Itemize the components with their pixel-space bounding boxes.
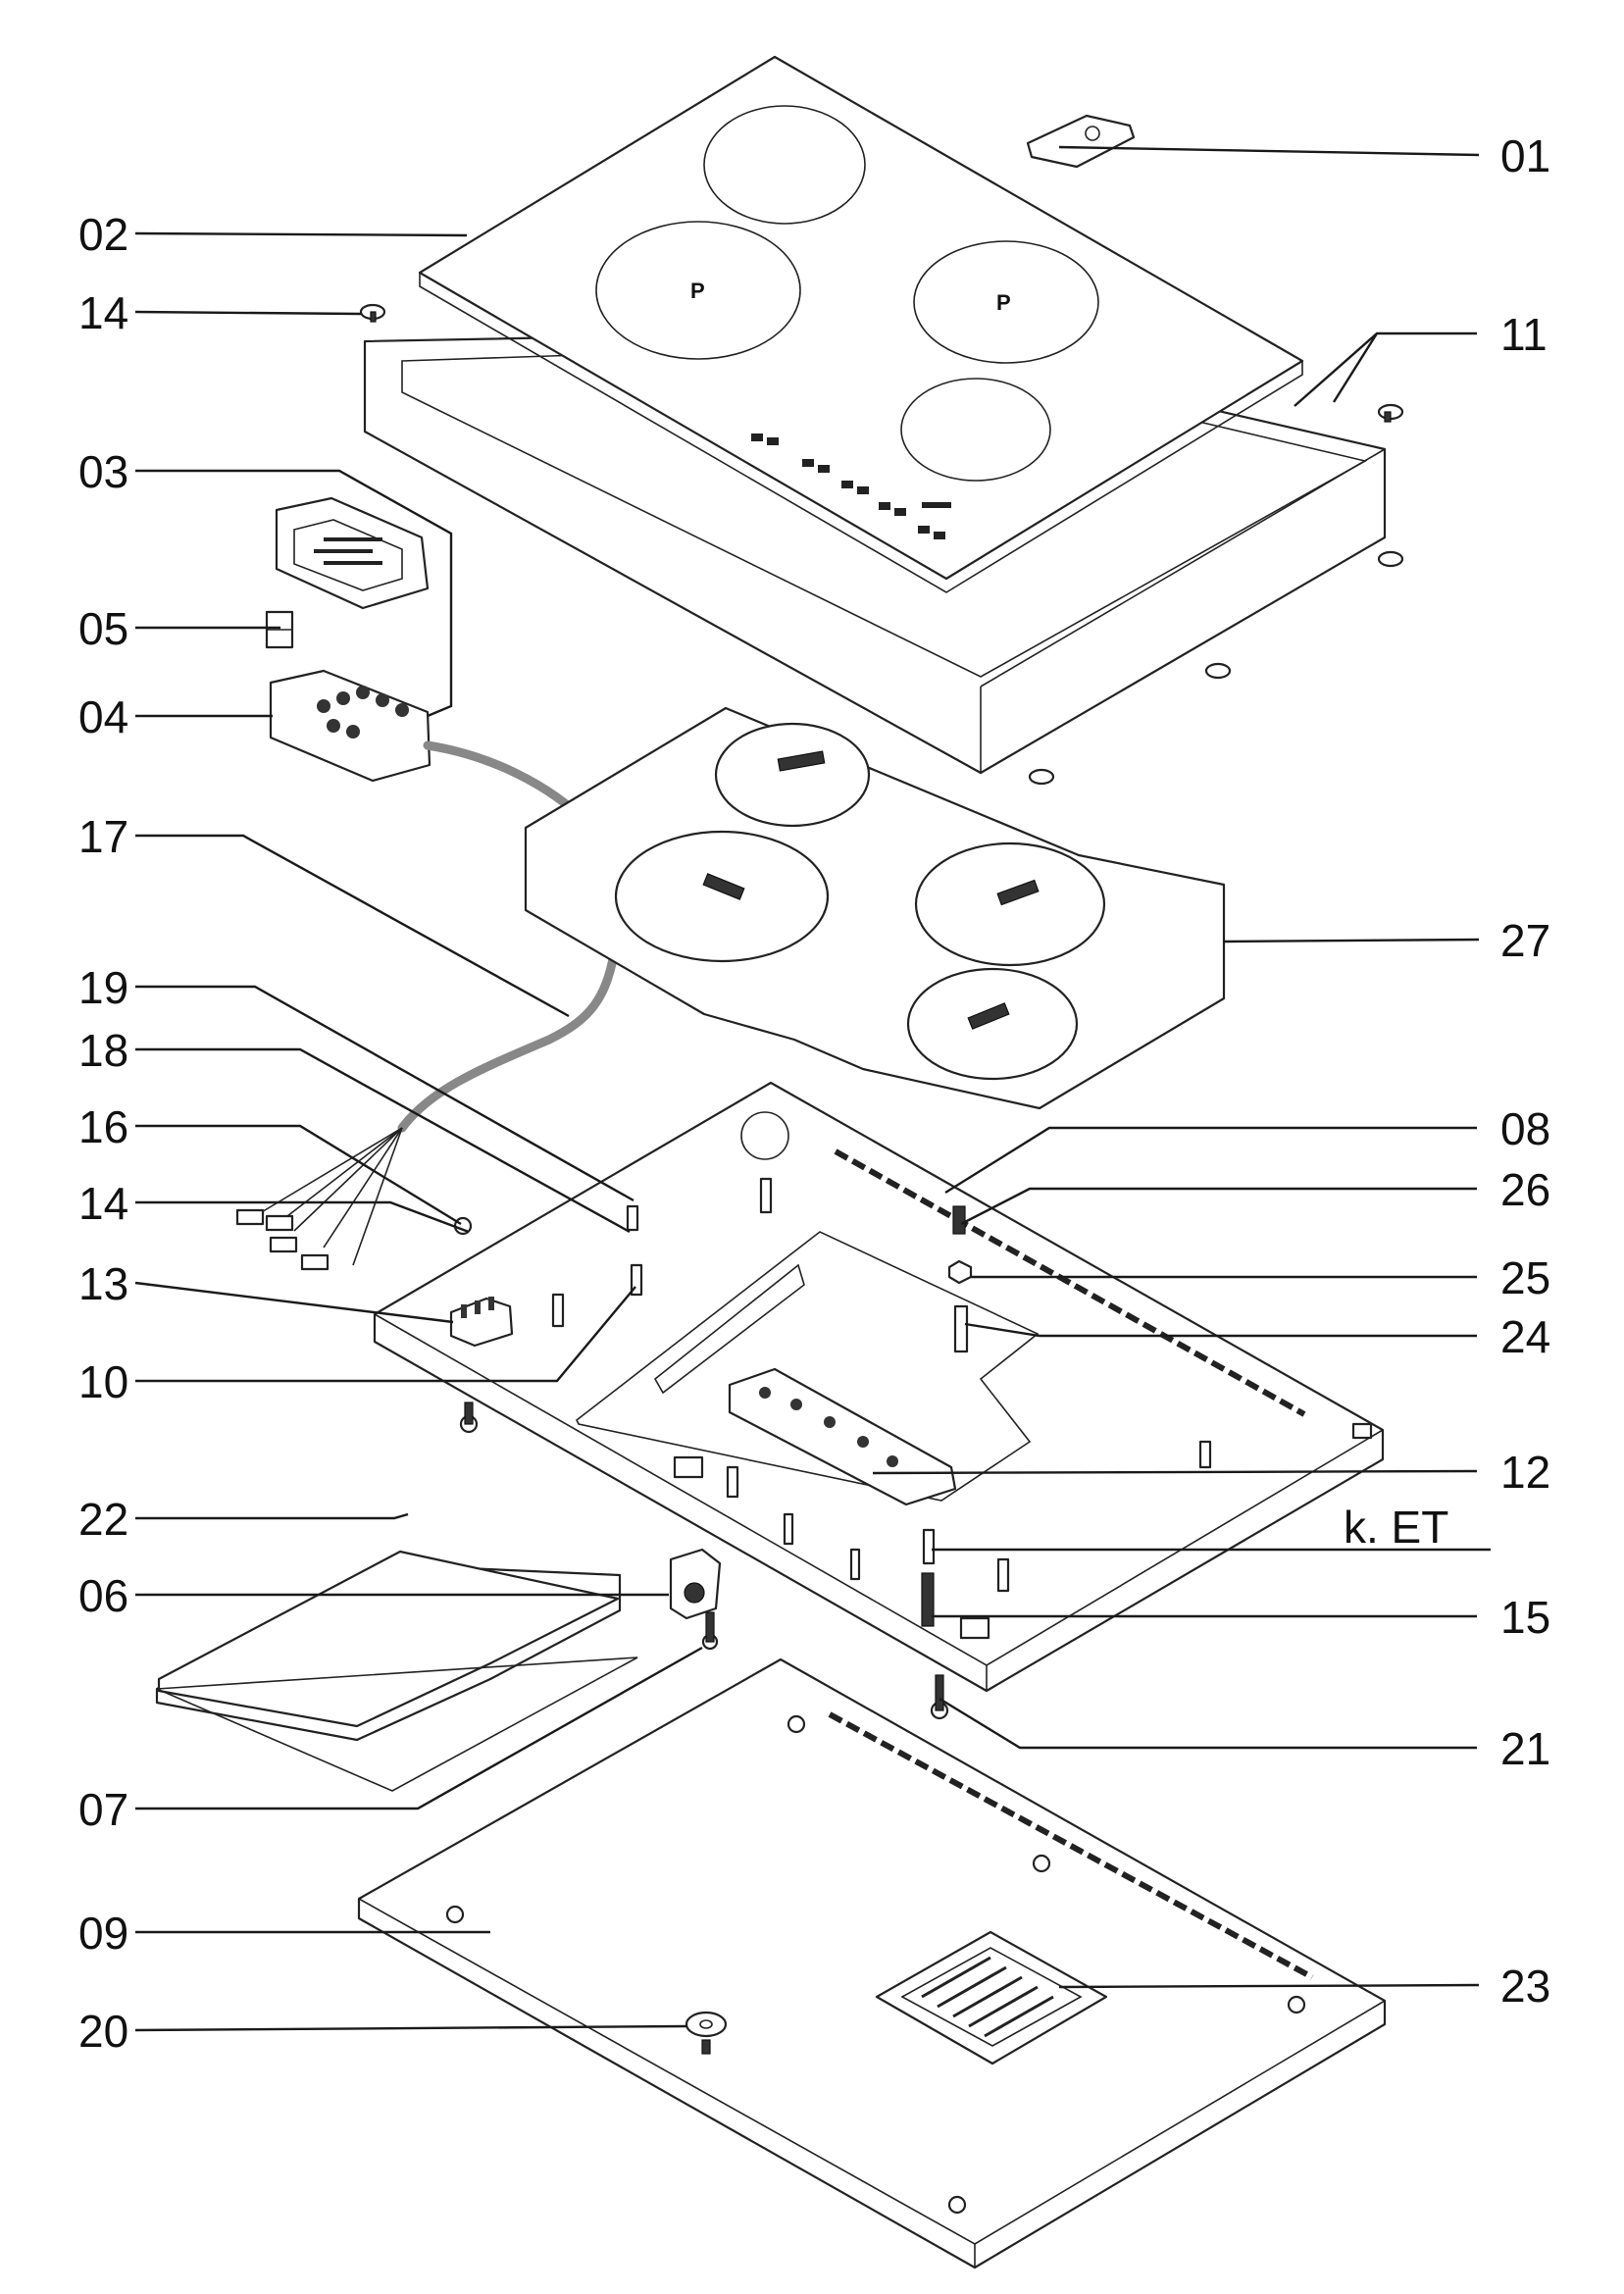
label-26: 26 (1500, 1164, 1551, 1215)
clips (673, 1422, 1373, 1640)
washer-part-20 (685, 2011, 728, 2055)
fasteners (453, 1216, 949, 1720)
label-04: 04 (78, 691, 129, 742)
label-13: 13 (78, 1258, 129, 1309)
label-17: 17 (78, 811, 129, 862)
label-15: 15 (1500, 1592, 1551, 1643)
frame-screws (359, 303, 1404, 786)
label-19: 19 (78, 962, 129, 1013)
fan-grille-part-23 (875, 1930, 1108, 2065)
label-06: 06 (78, 1570, 129, 1621)
label-10: 10 (78, 1356, 129, 1407)
label-ket: k. ET (1344, 1502, 1449, 1553)
label-14-mid: 14 (78, 1178, 129, 1229)
clip-part-01 (1026, 114, 1136, 169)
housing-part-08 (373, 1081, 1385, 1693)
base-plate-part-09 (357, 1657, 1387, 2269)
label-03: 03 (78, 446, 129, 497)
insulation-part-22 (155, 1550, 638, 1792)
nut-part-25 (947, 1259, 973, 1285)
label-18: 18 (78, 1025, 129, 1076)
spring-part-05 (265, 610, 294, 649)
label-21: 21 (1500, 1723, 1551, 1774)
control-panel-icons (751, 433, 951, 539)
base-feet (445, 1714, 1306, 2215)
terminal-block-part-04 (269, 669, 431, 783)
leader-lines (134, 145, 1491, 2032)
spring-part-26 (952, 1205, 966, 1235)
label-14-top: 14 (78, 287, 129, 338)
label-11: 11 (1500, 309, 1548, 360)
label-01: 01 (1500, 130, 1551, 181)
label-16: 16 (78, 1101, 129, 1152)
label-24: 24 (1500, 1311, 1551, 1362)
label-08: 08 (1500, 1103, 1551, 1154)
label-07: 07 (78, 1784, 129, 1835)
label-12: 12 (1500, 1447, 1551, 1498)
glass-mark-p-right: P (996, 290, 1011, 315)
terminal-strip-part-13 (449, 1297, 514, 1348)
control-board-part-12 (728, 1367, 957, 1506)
cable-wires-part-16 (235, 1127, 403, 1271)
standoffs (551, 1177, 1212, 1593)
label-27: 27 (1500, 915, 1551, 966)
label-20: 20 (78, 2006, 129, 2057)
coil-plate-part-27 (524, 706, 1226, 1110)
thermostat-part-06 (669, 1548, 722, 1620)
label-02: 02 (78, 209, 129, 260)
glass-mark-p-left: P (690, 279, 705, 303)
label-09: 09 (78, 1908, 129, 1959)
label-25: 25 (1500, 1252, 1551, 1303)
spring-part-15 (921, 1572, 935, 1627)
label-22: 22 (78, 1494, 129, 1545)
label-05: 05 (78, 603, 129, 654)
terminal-cover-part-03 (275, 496, 430, 610)
glass-top-part-02: P P (418, 55, 1304, 593)
label-23: 23 (1500, 1961, 1551, 2012)
